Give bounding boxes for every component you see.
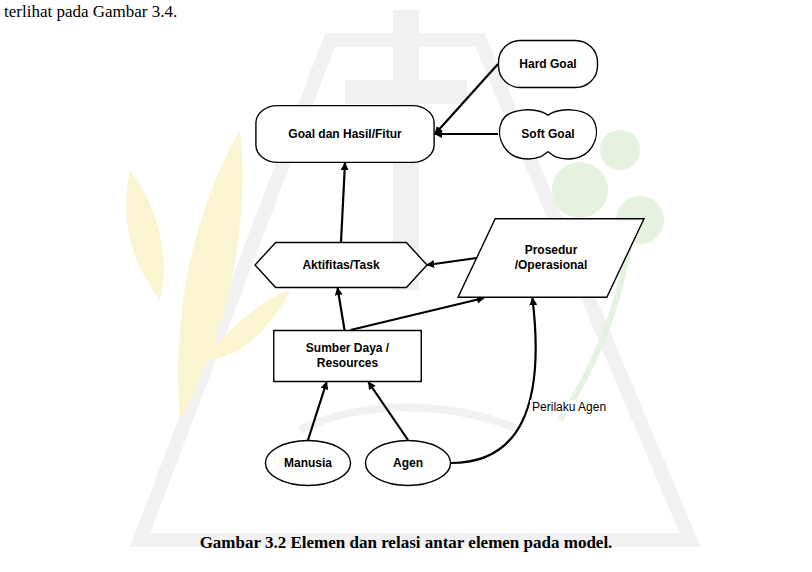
node-label: Agen [393,456,423,471]
connector-arrow [341,163,345,242]
outline-path [365,440,450,485]
node-label: Sumber Daya / Resources [283,341,412,371]
outline-path [255,242,427,287]
node-label: Goal dan Hasil/Fitur [288,127,401,142]
outline-path [265,440,350,485]
connector-arrow [338,288,345,330]
connector-arrow [350,298,484,330]
outline-path [499,40,598,87]
connector-arrow [368,382,408,440]
edge-label: Perilaku Agen [530,400,608,414]
soft-goal-shape: Soft Goal [498,108,598,160]
node-label: Manusia [284,456,332,471]
connector-arrow [435,133,498,135]
connector-arrow [427,258,477,265]
node-label: Prosedur /Operasional [498,243,604,273]
task-hexagon: Aktifitas/Task [255,242,427,288]
outline-path [458,219,644,297]
connector-arrow [451,298,536,463]
outline-path [274,331,422,382]
agent-ellipse: Agen [365,440,451,486]
figure-caption: Gambar 3.2 Elemen dan relasi antar eleme… [0,533,812,553]
connector-arrow [308,382,327,440]
human-ellipse: Manusia [265,440,351,486]
watermark-shapes [126,10,690,540]
node-label: Aktifitas/Task [302,258,379,273]
procedure-parallelogram: Prosedur /Operasional [458,218,644,298]
connector-arrow [435,64,498,134]
outline-path [500,110,597,159]
node-label: Hard Goal [519,57,576,72]
resource-box: Sumber Daya / Resources [273,330,422,382]
node-label: Soft Goal [521,127,574,142]
page-text: terlihat pada Gambar 3.4. [4,2,177,22]
outline-path [256,106,434,163]
goal-box: Goal dan Hasil/Fitur [255,105,435,163]
hard-goal-box: Hard Goal [498,40,598,88]
